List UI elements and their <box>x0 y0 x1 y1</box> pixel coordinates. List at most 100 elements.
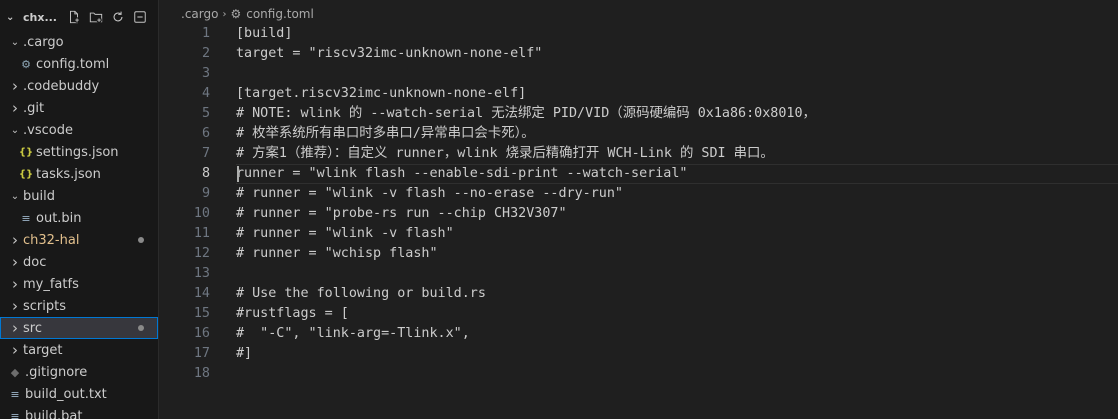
code-line[interactable]: 6# 枚举系统所有串口时多串口/异常串口会卡死）。 <box>159 124 1118 144</box>
new-file-icon[interactable] <box>63 7 85 27</box>
chevron-right-icon: › <box>12 99 18 117</box>
code-text: [build] <box>236 26 293 41</box>
file-tree-item[interactable]: ›scripts <box>0 295 158 317</box>
chevron-right-icon: › <box>12 275 18 293</box>
file-tree-label: my_fatfs <box>23 276 79 292</box>
chevron-down-icon: ⌄ <box>10 36 20 48</box>
file-tree-item[interactable]: › my_fatfs <box>0 273 158 295</box>
code-line[interactable]: 14# Use the following or build.rs <box>159 284 1118 304</box>
chevron-right-icon: › <box>12 77 18 95</box>
code-text: # runner = "wlink -v flash" <box>236 226 454 241</box>
line-number: 6 <box>201 126 210 141</box>
line-number: 14 <box>193 286 210 301</box>
chevron-down-icon[interactable]: ⌄ <box>6 11 15 23</box>
code-text: # runner = "probe-rs run --chip CH32V307… <box>236 206 567 221</box>
code-line[interactable]: 16# "-C", "link-arg=-Tlink.x", <box>159 324 1118 344</box>
chevron-down-icon: ⌄ <box>10 124 20 136</box>
code-line[interactable]: 9# runner = "wlink -v flash --no-erase -… <box>159 184 1118 204</box>
refresh-icon[interactable] <box>107 7 129 27</box>
code-line[interactable]: 11 # runner = "wlink -v flash" <box>159 224 1118 244</box>
file-tree-item[interactable]: ≡build_out.txt <box>0 383 158 405</box>
code-text: # NOTE: wlink 的 --watch-serial 无法绑定 PID/… <box>236 106 816 121</box>
line-number: 5 <box>201 106 210 121</box>
code-line[interactable]: 15#rustflags = [ <box>159 304 1118 324</box>
file-tree-label: build.bat <box>25 408 83 419</box>
file-tree-item[interactable]: ›ch32-hal <box>0 229 158 251</box>
file-tree-item[interactable]: ⌄.cargo <box>0 31 158 53</box>
code-line[interactable]: 1 [build] <box>159 24 1118 44</box>
file-tree-label: build_out.txt <box>25 386 107 402</box>
code-line[interactable]: 5 # NOTE: wlink 的 --watch-serial 无法绑定 PID… <box>159 104 1118 124</box>
file-tree-label: scripts <box>23 298 66 314</box>
file-tree-item[interactable]: ≡build.bat <box>0 405 158 419</box>
file-tree-label: doc <box>23 254 47 270</box>
file-tree-label: ch32-hal <box>23 232 80 248</box>
binary-file-icon: ≡ <box>21 211 31 225</box>
current-line-highlight <box>236 164 1118 184</box>
file-tree-label: .gitignore <box>25 364 88 380</box>
chevron-right-icon: › <box>12 319 18 337</box>
line-number: 4 <box>201 86 210 101</box>
new-folder-icon[interactable] <box>85 7 107 27</box>
code-text: # "-C", "link-arg=-Tlink.x", <box>236 326 470 341</box>
line-number: 12 <box>193 246 210 261</box>
modified-dot-icon <box>138 325 144 331</box>
file-tree-item[interactable]: ⌄.vscode <box>0 119 158 141</box>
gear-icon: ⚙ <box>21 57 31 71</box>
file-tree-label: .git <box>23 100 45 116</box>
file-tree-item[interactable]: {}tasks.json <box>0 163 158 185</box>
code-line[interactable]: 3 <box>159 64 1118 84</box>
code-text: # runner = "wlink -v flash --no-erase --… <box>236 186 623 201</box>
file-tree: ⌄.cargo ⚙ config.toml › .codebuddy › .git ⌄.vsc… <box>0 31 158 419</box>
code-line[interactable]: 18 <box>159 364 1118 384</box>
breadcrumb-folder[interactable]: .cargo <box>181 7 219 21</box>
file-tree-item[interactable]: › src <box>0 317 158 339</box>
json-file-icon: {} <box>18 168 34 180</box>
code-line[interactable]: 13 <box>159 264 1118 284</box>
explorer-header[interactable]: ⌄ chx... <box>0 0 158 34</box>
code-text: runner = "wlink flash --enable-sdi-print… <box>236 166 688 181</box>
breadcrumb-file[interactable]: config.toml <box>246 7 314 21</box>
line-number: 7 <box>201 146 210 161</box>
code-line[interactable]: 12# runner = "wchisp flash" <box>159 244 1118 264</box>
file-tree-item[interactable]: › target <box>0 339 158 361</box>
code-line[interactable]: 7 # 方案1（推荐）：自定义 runner，wlink 烧录后精确打开 WCH-… <box>159 144 1118 164</box>
line-number: 18 <box>193 366 210 381</box>
line-number: 1 <box>201 26 210 41</box>
gear-icon: ⚙ <box>230 7 242 21</box>
file-tree-label: settings.json <box>36 144 119 160</box>
file-tree-item[interactable]: {}settings.json <box>0 141 158 163</box>
code-text: #] <box>236 346 253 361</box>
chevron-right-icon: › <box>12 341 18 359</box>
file-tree-item[interactable]: ◆ .gitignore <box>0 361 158 383</box>
code-line[interactable]: 17 #] <box>159 344 1118 364</box>
file-tree-item[interactable]: ⌄build <box>0 185 158 207</box>
line-number: 2 <box>201 46 210 61</box>
line-number: 17 <box>193 346 210 361</box>
file-tree-item[interactable]: › .codebuddy <box>0 75 158 97</box>
file-tree-label: src <box>23 320 42 336</box>
file-tree-label: target <box>23 342 63 358</box>
modified-dot-icon <box>138 237 144 243</box>
code-line[interactable]: 10# runner = "probe-rs run --chip CH32V3… <box>159 204 1118 224</box>
collapse-all-icon[interactable] <box>129 7 151 27</box>
file-tree-item[interactable]: ⚙ config.toml <box>0 53 158 75</box>
json-file-icon: {} <box>18 146 34 158</box>
file-tree-label: .codebuddy <box>23 78 100 94</box>
git-file-icon: ◆ <box>10 365 20 379</box>
file-tree-item[interactable]: ≡ out.bin <box>0 207 158 229</box>
chevron-right-icon: › <box>12 253 18 271</box>
code-line[interactable]: 4[target.riscv32imc-unknown-none-elf] <box>159 84 1118 104</box>
line-number: 11 <box>193 226 210 241</box>
code-text: #rustflags = [ <box>236 306 349 321</box>
file-tree-label: config.toml <box>36 56 110 72</box>
file-tree-label: out.bin <box>36 210 82 226</box>
file-tree-item[interactable]: › doc <box>0 251 158 273</box>
file-tree-item[interactable]: › .git <box>0 97 158 119</box>
chevron-down-icon: ⌄ <box>10 190 20 202</box>
code-text: # 方案1（推荐）：自定义 runner，wlink 烧录后精确打开 WCH-L… <box>236 146 774 161</box>
